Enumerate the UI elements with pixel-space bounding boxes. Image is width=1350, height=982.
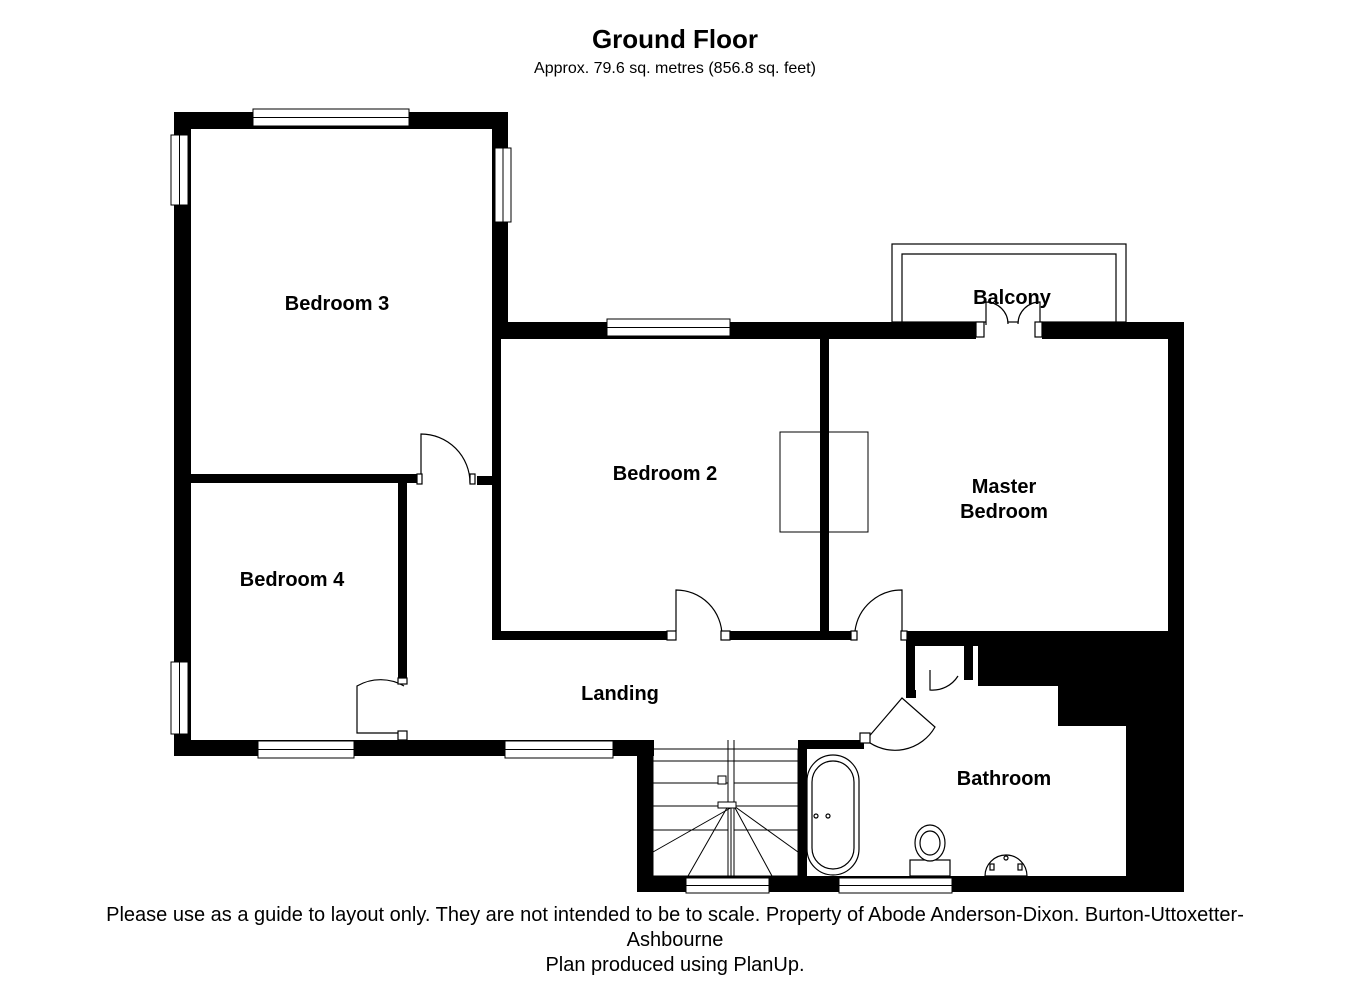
windows — [170, 108, 953, 894]
room-label-landing: Landing — [581, 683, 659, 705]
room-label-bathroom: Bathroom — [957, 768, 1051, 790]
disclaimer-footer: Please use as a guide to layout only. Th… — [30, 903, 1320, 978]
doors — [356, 301, 1043, 751]
plan-title: Ground Floor — [591, 24, 759, 54]
room-label-bedroom-4: Bedroom 4 — [240, 569, 345, 591]
room-label-bedroom-3: Bedroom 3 — [285, 293, 389, 315]
toilet — [909, 824, 951, 877]
footer-line-3: Plan produced using PlanUp. — [545, 954, 805, 976]
room-label-master-line1: Master — [972, 476, 1037, 498]
room-label-bedroom-2: Bedroom 2 — [613, 463, 717, 485]
footer-line-1: Please use as a guide to layout only. Th… — [106, 904, 1244, 926]
wardrobe-outline — [779, 431, 869, 533]
staircase — [652, 740, 799, 877]
room-label-balcony: Balcony — [973, 287, 1052, 309]
plan-area-subtitle: Approx. 79.6 sq. metres (856.8 sq. feet) — [534, 60, 816, 77]
room-label-master-line2: Bedroom — [960, 501, 1048, 523]
footer-line-2: Ashbourne — [626, 929, 724, 951]
balcony-outline — [891, 243, 1127, 323]
bath-tub — [806, 754, 860, 876]
wash-basin — [984, 854, 1028, 877]
